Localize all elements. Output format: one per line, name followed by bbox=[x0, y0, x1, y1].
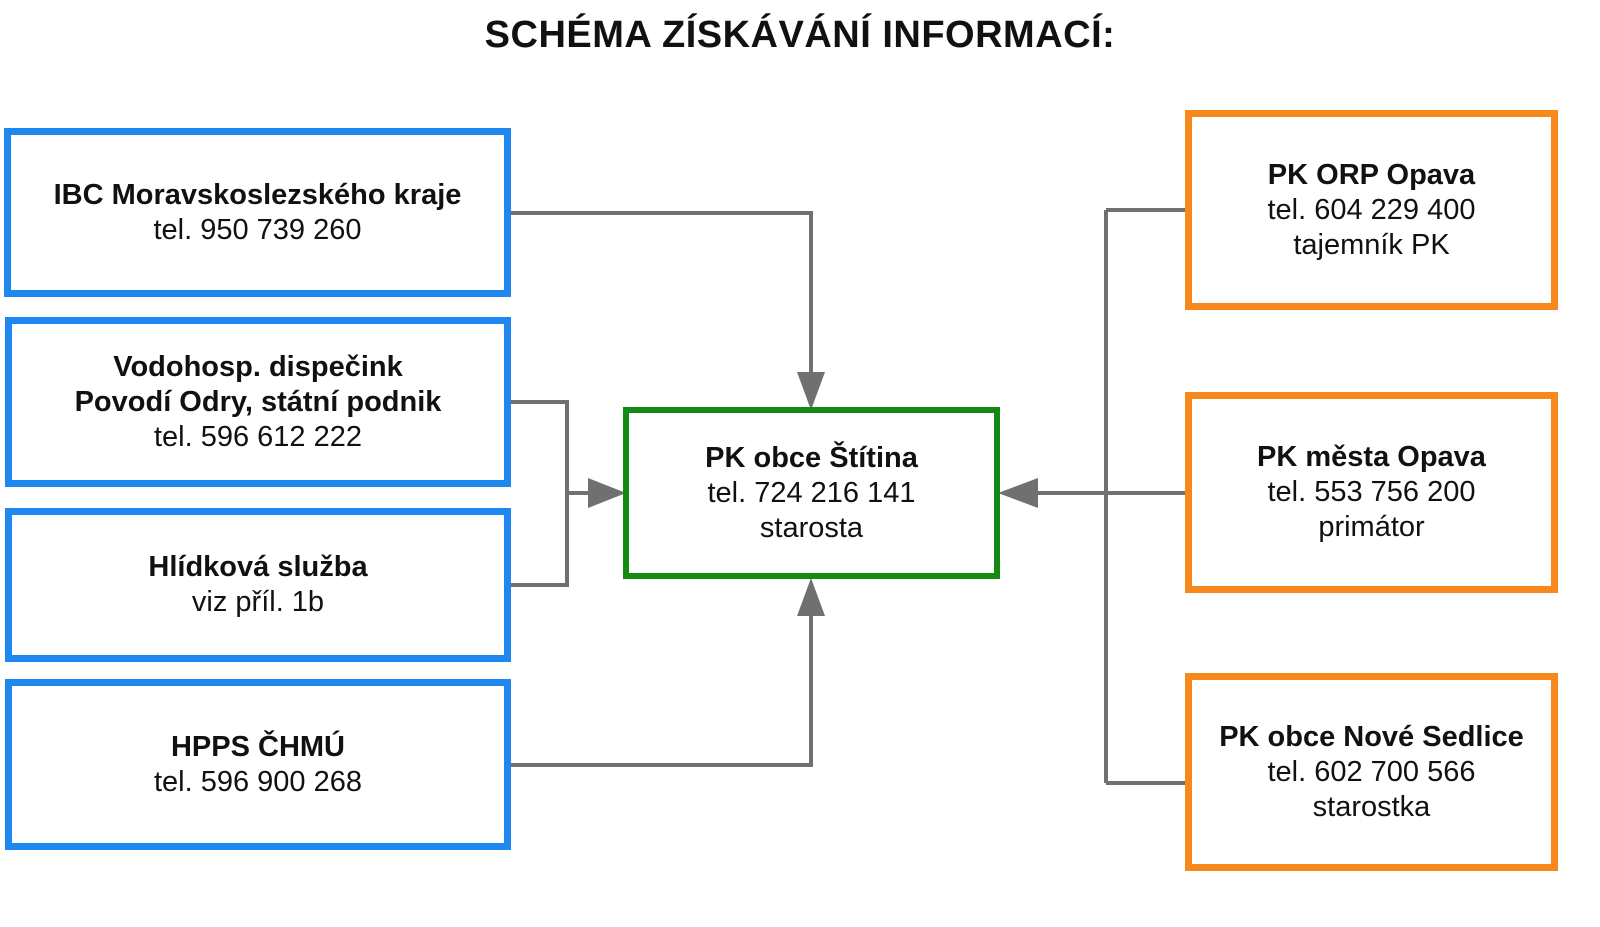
regional-orp-box: PK ORP Opava tel. 604 229 400 tajemník P… bbox=[1185, 110, 1558, 310]
source-name-line1: Vodohosp. dispečink bbox=[113, 350, 403, 383]
source-phone: tel. 596 612 222 bbox=[153, 420, 362, 453]
regional-role: starostka bbox=[1312, 790, 1431, 823]
regional-role: primátor bbox=[1318, 511, 1425, 543]
regional-phone: tel. 602 700 566 bbox=[1267, 755, 1476, 788]
source-hpps-box: HPPS ČHMÚ tel. 596 900 268 bbox=[5, 679, 511, 850]
source-hlidkova-box: Hlídková služba viz příl. 1b bbox=[5, 508, 511, 662]
arrowhead-up-icon bbox=[797, 578, 825, 616]
connector-vodohosp bbox=[510, 400, 569, 587]
central-role: starosta bbox=[759, 511, 864, 544]
connector-ibc bbox=[510, 211, 813, 380]
central-box: PK obce Štítina tel. 724 216 141 starost… bbox=[623, 407, 1000, 579]
regional-mesta-box: PK města Opava tel. 553 756 200 primátor bbox=[1185, 392, 1558, 593]
source-name-line2: Povodí Odry, státní podnik bbox=[74, 385, 442, 418]
regional-role: tajemník PK bbox=[1293, 228, 1450, 261]
arrowhead-down-icon bbox=[797, 372, 825, 410]
source-ibc-box: IBC Moravskoslezského kraje tel. 950 739… bbox=[4, 128, 511, 297]
arrowhead-left-icon bbox=[998, 478, 1038, 508]
source-name: Hlídková služba bbox=[148, 551, 368, 583]
regional-sedlice-box: PK obce Nové Sedlice tel. 602 700 566 st… bbox=[1185, 673, 1558, 871]
diagram-title: SCHÉMA ZÍSKÁVÁNÍ INFORMACÍ: bbox=[484, 14, 1116, 56]
source-phone: tel. 596 900 268 bbox=[153, 765, 362, 798]
source-vodohosp-box: Vodohosp. dispečink Povodí Odry, státní … bbox=[5, 317, 511, 487]
source-name: IBC Moravskoslezského kraje bbox=[53, 178, 462, 211]
source-detail: viz příl. 1b bbox=[191, 586, 325, 618]
source-name: HPPS ČHMÚ bbox=[170, 730, 345, 763]
regional-name: PK obce Nové Sedlice bbox=[1219, 720, 1524, 753]
arrowhead-right-icon bbox=[588, 478, 626, 508]
connector-hpps bbox=[510, 612, 813, 767]
source-phone: tel. 950 739 260 bbox=[153, 213, 362, 246]
regional-name: PK města Opava bbox=[1257, 441, 1486, 473]
regional-name: PK ORP Opava bbox=[1267, 158, 1476, 191]
regional-phone: tel. 553 756 200 bbox=[1267, 476, 1476, 508]
central-name: PK obce Štítina bbox=[705, 441, 918, 474]
central-phone: tel. 724 216 141 bbox=[707, 476, 916, 509]
regional-phone: tel. 604 229 400 bbox=[1267, 193, 1476, 226]
